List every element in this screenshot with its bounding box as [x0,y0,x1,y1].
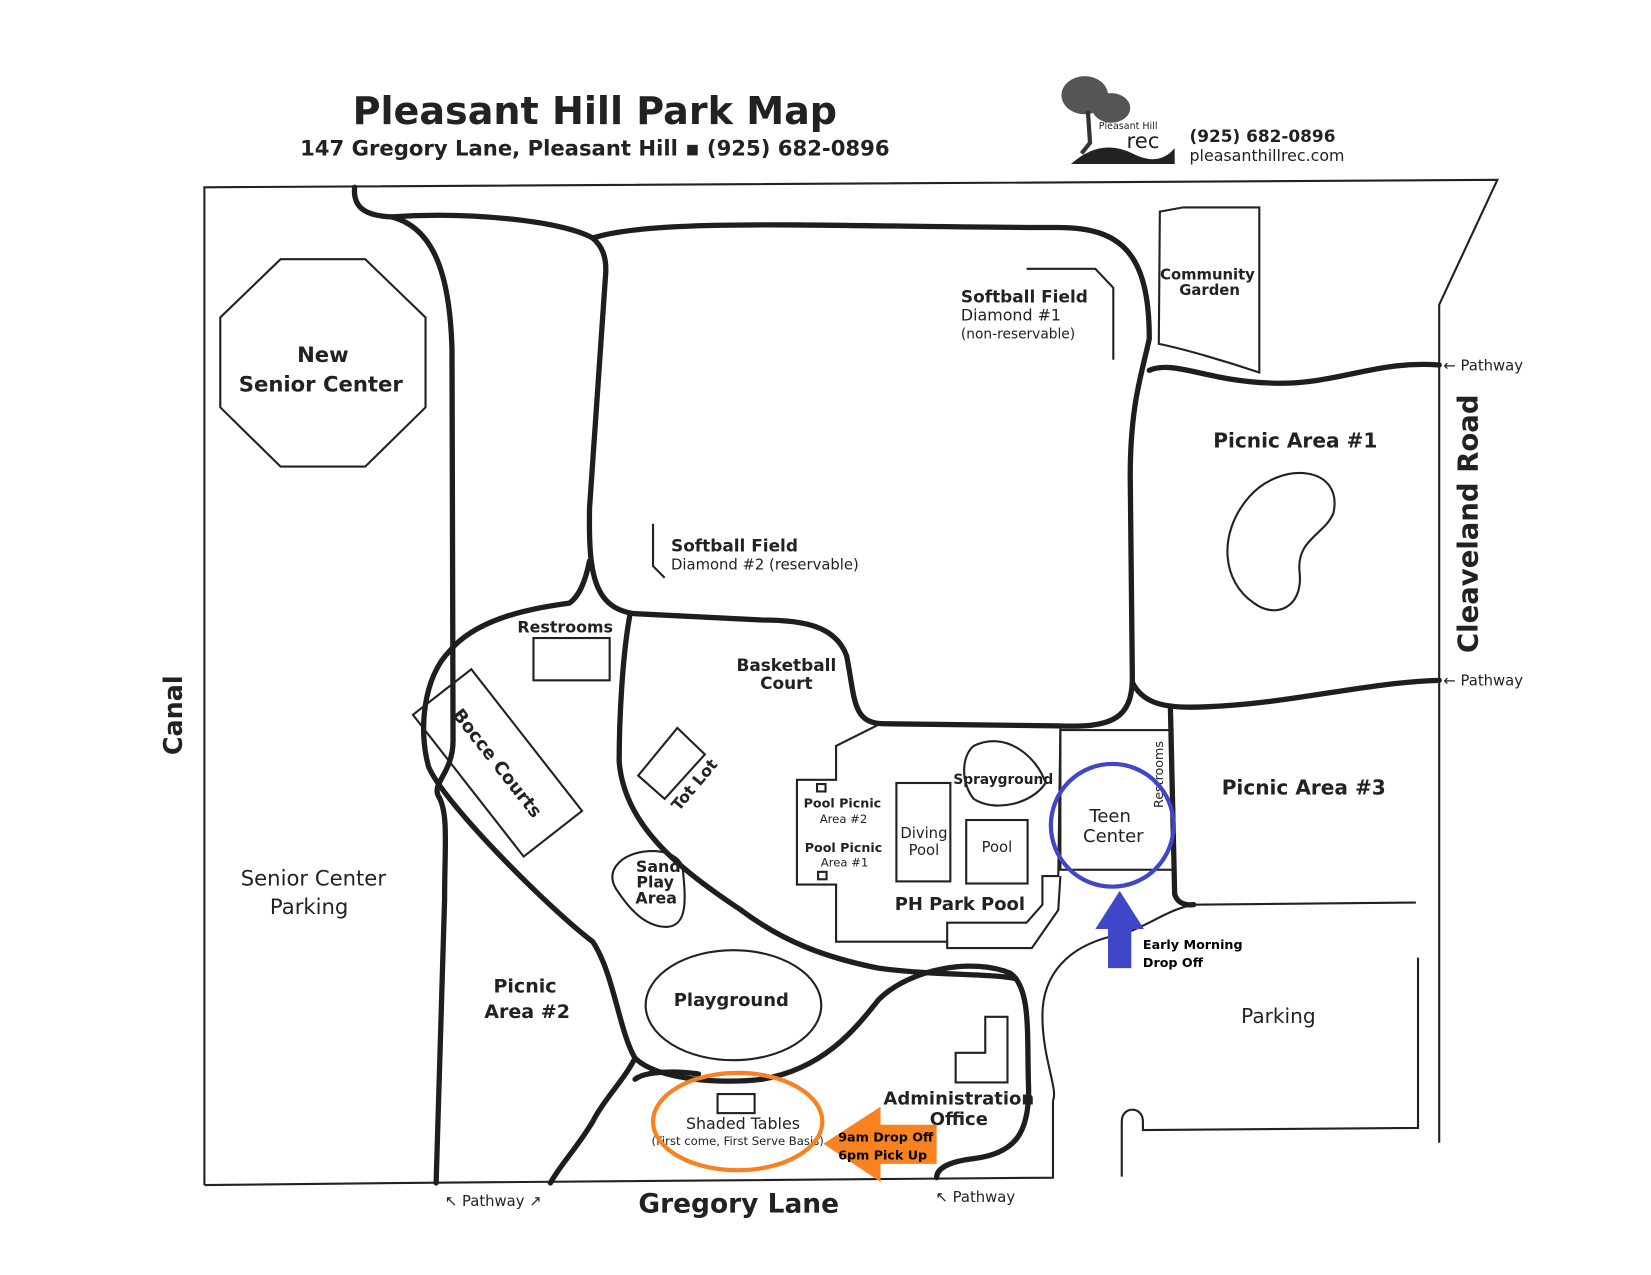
logo-text: Pleasant Hill [1099,121,1158,132]
park-boundary [203,178,1500,1186]
picnic-3-west-path [1167,706,1197,908]
restrooms-building [532,636,611,682]
west-path [351,184,456,1186]
pool [965,818,1029,885]
pool-picnic-2-table [815,782,827,793]
community-garden-label: Community [1160,266,1255,283]
canal-label: Canal [158,675,188,755]
admin-office-label: Administration [883,1089,1034,1110]
teen-center-label: Teen [1088,806,1130,827]
inner-loop-path [616,613,1019,982]
dropoff-pickup-arrow-icon [823,1106,937,1182]
new-senior-center-label: New [297,342,349,367]
early-dropoff-label: Early Morning [1143,937,1243,952]
lower-loop-path [420,558,1032,1181]
dropoff-pickup-label: 9am Drop Off [838,1130,934,1145]
bocce-courts [411,667,584,859]
ph-park-pool-complex [795,722,1062,943]
picnic-area-3-label: Picnic Area #3 [1222,776,1386,800]
bocce-courts-label: Bocce Courts [448,705,546,822]
community-garden [1157,206,1261,374]
restrooms-label: Restrooms [517,618,613,637]
shaded-area-path [632,1069,702,1082]
gregory-lane-label: Gregory Lane [638,1189,839,1220]
parking-label: Parking [1241,1004,1316,1028]
logo-rec-text: rec [1126,128,1159,153]
teen-center-building [1059,729,1174,871]
pathway-label-east-2: ← Pathway [1443,673,1523,690]
pool-picnic-1-table [817,870,828,881]
picnic-1-top-path [1146,361,1442,386]
shaded-tables-highlight-circle [650,1070,825,1173]
pool-picnic-2-label: Area #2 [820,812,868,826]
picnic-1-pond [1226,472,1336,612]
restrooms-teen-label: Restrooms [1151,741,1166,808]
picnic-area-2-label: Picnic [493,975,556,997]
pathway-label-south-east: ↖ Pathway [936,1189,1016,1206]
pool-path [946,876,1062,950]
south-west-path [547,1055,638,1186]
pool-picnic-2-label: Pool Picnic [804,795,882,810]
shaded-tables-label: Shaded Tables [686,1114,800,1133]
picnic-1-bottom-path [1129,677,1442,710]
diving-pool [895,781,952,883]
senior-center-parking-label: Parking [270,894,348,919]
softball-field-2-boundary [586,222,1152,729]
new-senior-center-label: Senior Center [239,371,404,396]
sprayground [963,740,1047,807]
pleasant-hill-rec-logo: Pleasant Hill rec [1061,76,1175,165]
picnic-area-2-label: Area #2 [484,1001,570,1023]
softball-1-label: (non-reservable) [961,327,1075,343]
sand-play-label: Play [636,873,674,892]
sand-play-label: Area [635,889,677,908]
pool-label: Pool [982,839,1013,856]
administration-office [954,1015,1009,1084]
admin-office-label: Office [930,1109,988,1130]
pathway-label-east-1: ← Pathway [1443,357,1523,374]
basketball-court-label: Basketball [736,655,836,675]
map-title: Pleasant Hill Park Map [353,89,837,133]
softball-2-label: Diamond #2 (reservable) [671,556,859,573]
tot-lot-label: Tot Lot [667,755,721,814]
backstop-2 [651,523,666,579]
playground [644,949,823,1062]
picnic-3-south-edge [1193,901,1416,906]
header-website: pleasanthillrec.com [1189,146,1344,165]
shaded-tables-structure [716,1093,756,1115]
softball-1-label: Diamond #1 [961,306,1061,325]
parking-lot [1120,957,1420,1177]
playground-label: Playground [674,990,789,1011]
map-address: 147 Gregory Lane, Pleasant Hill ▪ (925) … [300,136,890,161]
sand-play-label: Sand [636,857,681,876]
pathway-label-south-west: ↖ Pathway ↗ [445,1193,542,1210]
ph-park-pool-label: PH Park Pool [895,894,1025,915]
teen-center-highlight-circle [1048,761,1176,889]
teen-center-label: Center [1083,826,1144,847]
picnic-area-1-label: Picnic Area #1 [1213,429,1377,453]
pool-picnic-1-label: Area #1 [821,856,869,870]
gregory-lane-edge [204,1100,1055,1187]
sand-play-area [611,850,686,928]
north-path [389,212,596,241]
shaded-tables-note: (First come, First Serve Basis) [652,1134,824,1148]
header-phone: (925) 682-0896 [1189,126,1335,146]
early-dropoff-arrow-icon [1095,890,1144,969]
community-garden-label: Garden [1179,282,1240,299]
basketball-court-label: Court [760,673,812,693]
cleaveland-road-label: Cleaveland Road [1452,394,1484,653]
diving-pool-label: Pool [909,842,940,859]
tot-lot [636,726,707,801]
softball-1-label: Softball Field [961,287,1088,307]
pool-picnic-1-label: Pool Picnic [805,840,883,855]
dropoff-pickup-label: 6pm Pick Up [838,1148,927,1163]
backstop-1 [1026,267,1115,360]
sprayground-label: Sprayground [953,772,1053,788]
diving-pool-label: Diving [900,825,947,842]
new-senior-center [219,258,427,468]
early-dropoff-label: Drop Off [1143,955,1204,970]
parking-edge [1041,903,1194,1101]
softball-2-label: Softball Field [671,535,798,555]
senior-center-parking-label: Senior Center [241,866,387,891]
